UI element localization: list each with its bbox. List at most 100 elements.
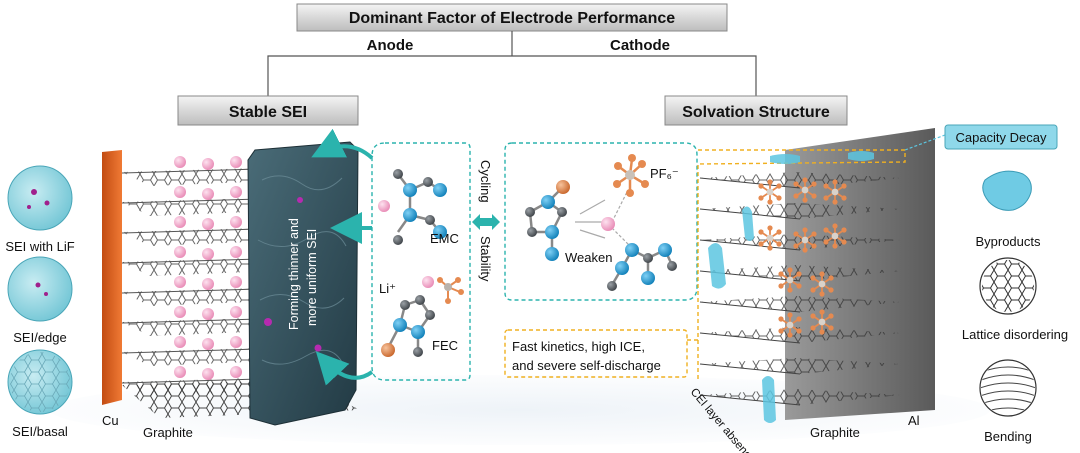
sei-type-legend: SEI with LiF SEI/edge SEI/basal: [5, 165, 75, 439]
li-ion: [230, 186, 242, 198]
stable-sei-text: Stable SEI: [229, 104, 307, 121]
sei-texture: [257, 175, 347, 365]
kinetics-line-2: and severe self-discharge: [512, 358, 661, 373]
cycling-text: Cycling: [478, 160, 493, 203]
graphite-edge: [121, 348, 259, 354]
kinetics-box: [504, 329, 688, 378]
li-ion: [174, 336, 186, 348]
sei-lif-label: SEI with LiF: [5, 239, 74, 254]
pf6-cluster: [778, 267, 802, 293]
lattice-fill: [982, 260, 1034, 312]
fec-label: FEC: [432, 338, 458, 353]
pf6-label: PF₆⁻: [650, 166, 679, 181]
li-ion: [230, 276, 242, 288]
interaction-dashed: [611, 189, 629, 223]
lif-dot: [31, 189, 37, 195]
pf6-cluster: [823, 223, 847, 249]
graphite-sheet: [700, 296, 900, 312]
pf6-cluster: [758, 225, 782, 251]
lif-dot: [264, 318, 272, 326]
li-ion: [202, 338, 214, 350]
weaken-label: Weaken: [565, 250, 612, 265]
solvation-box-outline: [504, 142, 698, 301]
lif-dot: [297, 197, 303, 203]
cycling-stability: Cycling Stability: [472, 160, 500, 282]
cathode-graphite-label: Graphite: [810, 425, 860, 440]
tree-branch: [267, 55, 757, 96]
bending-label: Bending: [984, 429, 1032, 444]
li-ion: [378, 200, 390, 212]
li-ion: [202, 188, 214, 200]
li-ion: [230, 156, 242, 168]
li-ion: [202, 218, 214, 230]
cu-label: Cu: [102, 413, 119, 428]
intercalated-pf6: [758, 177, 847, 338]
kinetics-line-1: Fast kinetics, high ICE,: [512, 339, 645, 354]
capacity-decay-text: Capacity Decay: [955, 130, 1047, 145]
al-label: Al: [908, 413, 920, 428]
arrow-curve-bottom: [315, 351, 374, 386]
graphite-edge: [699, 239, 801, 251]
li-ion: [202, 368, 214, 380]
solvent-molecule-left: [525, 180, 570, 261]
graphite-edge: [121, 378, 259, 384]
pf6-cluster: [778, 312, 802, 338]
sei-edge-label: SEI/edge: [13, 330, 67, 345]
graphite-sheet: [700, 389, 900, 405]
copper-foil: [102, 150, 122, 405]
li-ion: [230, 306, 242, 318]
cei-blob: [848, 151, 874, 161]
pf6-cluster: [810, 309, 834, 335]
li-ion: [230, 336, 242, 348]
header-tree: Dominant Factor of Electrode Performance…: [177, 3, 848, 126]
graphite-edge: [121, 318, 259, 324]
anode-graphite-label: Graphite: [143, 425, 193, 440]
stable-sei-box: [177, 95, 359, 126]
graphite-edge: [699, 363, 801, 375]
lif-dot: [44, 200, 50, 206]
li-ion: [230, 216, 242, 228]
bending-icon: [979, 359, 1037, 417]
solvent-molecule-right: [607, 243, 677, 291]
anode-illustration: Forming thinner and more uniform SEI Cu …: [102, 128, 374, 440]
title-text: Dominant Factor of Electrode Performance: [349, 10, 675, 27]
pf6-cluster: [758, 179, 782, 205]
graphite-edge: [699, 301, 801, 313]
pf6-cluster: [810, 271, 834, 297]
sei-lif-circle: [7, 165, 73, 231]
emc-label: EMC: [430, 231, 459, 246]
cathode-frame: [697, 149, 906, 380]
pf6-small: [437, 277, 464, 304]
sei-basal-label: SEI/basal: [12, 424, 68, 439]
graphite-sheet: [700, 172, 900, 188]
degradation-legend: Capacity Decay Byproducts Lattice disord…: [944, 124, 1068, 444]
pf6-cluster: [793, 227, 817, 253]
pf6-cluster: [793, 177, 817, 203]
li-ion: [174, 276, 186, 288]
graphite-edge: [121, 258, 259, 264]
pf6-cluster: [823, 179, 847, 205]
cei-blob: [742, 206, 754, 241]
graphite-sheet: [700, 358, 900, 374]
interaction-line: [579, 199, 606, 215]
solvation-box: PF₆⁻ Weaken: [504, 142, 698, 301]
sei-vertical-text-2: more uniform SEI: [305, 229, 319, 326]
li-ion: [202, 278, 214, 290]
li-ion-solvated: [601, 217, 615, 231]
capacity-leader: [904, 134, 946, 151]
solvation-structure-box: [664, 95, 848, 126]
graphite-sheet: [700, 327, 900, 343]
kinetics-callout: Fast kinetics, high ICE, and severe self…: [504, 329, 700, 378]
li-ion: [230, 366, 242, 378]
bending-lines: [981, 366, 1035, 413]
arrow-curve-top: [311, 128, 374, 160]
fec-molecule: [381, 276, 435, 357]
lif-dot: [27, 205, 31, 209]
lif-dot: [35, 282, 41, 288]
interaction-line: [579, 229, 606, 239]
cei-blob: [708, 243, 726, 289]
li-ion: [174, 306, 186, 318]
cathode-label: Cathode: [610, 37, 670, 54]
lattice-disordering-label: Lattice disordering: [962, 327, 1068, 342]
